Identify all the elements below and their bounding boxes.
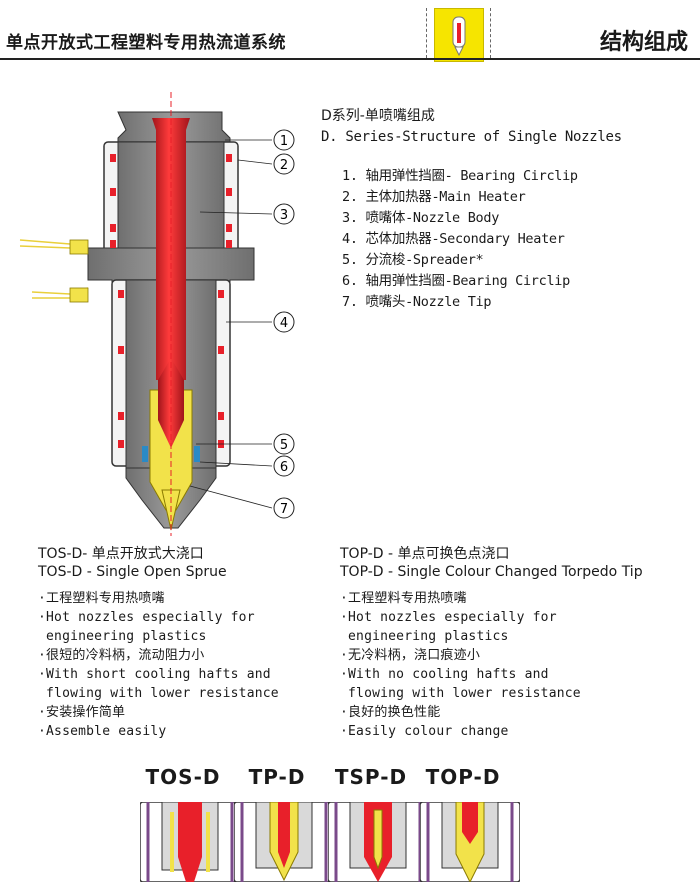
- logo-icon: [434, 8, 484, 62]
- tos-feature-list: ·工程塑料专用热喷嘴 ·Hot nozzles especially for e…: [38, 589, 368, 741]
- nozzle-types-row: TOS-D TP-D TSP-D TOP-D: [0, 765, 700, 896]
- part-item: 3. 喷嘴体-Nozzle Body: [342, 210, 500, 226]
- feature-item: ·安装操作简单: [38, 705, 126, 720]
- feature-item: ·Assemble easily: [38, 724, 167, 739]
- callout-7: 7: [280, 502, 288, 517]
- series-title-cn: D系列-单喷嘴组成: [321, 108, 435, 124]
- part-item: 1. 轴用弹性挡圈- Bearing Circlip: [342, 168, 578, 184]
- part-item: 5. 分流梭-Spreader*: [342, 252, 484, 268]
- series-title-en: D. Series-Structure of Single Nozzles: [321, 129, 622, 145]
- type-label-tsp-d: TSP-D: [334, 765, 408, 789]
- callout-6: 6: [280, 460, 288, 475]
- top-title-cn: TOP-D - 单点可换色点浇口: [340, 546, 510, 562]
- tos-d-thumbnail: [140, 802, 240, 882]
- tos-title-cn: TOS-D- 单点开放式大浇口: [38, 546, 204, 562]
- tsp-d-thumbnail: [328, 802, 428, 882]
- part-item: 6. 轴用弹性挡圈-Bearing Circlip: [342, 273, 570, 289]
- callout-2: 2: [280, 158, 288, 173]
- feature-item: ·无冷料柄，浇口痕迹小: [340, 648, 481, 663]
- feature-item: ·Hot nozzles especially for: [340, 610, 557, 625]
- header-title: 单点开放式工程塑料专用热流道系统: [6, 33, 286, 53]
- feature-item: ·Hot nozzles especially for: [38, 610, 255, 625]
- feature-item: ·With short cooling hafts and: [38, 667, 271, 682]
- callout-1: 1: [280, 134, 288, 149]
- header-divider: [426, 8, 427, 58]
- type-label-tos-d: TOS-D: [145, 765, 221, 789]
- feature-item: ·工程塑料专用热喷嘴: [340, 591, 467, 606]
- header-divider: [490, 8, 491, 58]
- part-item: 2. 主体加热器-Main Heater: [342, 189, 526, 205]
- nozzle-diagram: 1 2 3 4 5 6 7: [0, 90, 310, 540]
- callout-4: 4: [280, 316, 288, 331]
- part-item: 7. 喷嘴头-Nozzle Tip: [342, 294, 492, 310]
- top-d-thumbnail: [420, 802, 520, 882]
- feature-item: flowing with lower resistance: [38, 686, 279, 701]
- tos-title-en: TOS-D - Single Open Sprue: [38, 564, 227, 580]
- feature-item: ·With no cooling hafts and: [340, 667, 549, 682]
- feature-item: ·Easily colour change: [340, 724, 509, 739]
- feature-item: engineering plastics: [340, 629, 509, 644]
- feature-item: ·工程塑料专用热喷嘴: [38, 591, 165, 606]
- top-title-en: TOP-D - Single Colour Changed Torpedo Ti…: [340, 564, 643, 580]
- page-header: 单点开放式工程塑料专用热流道系统 结构组成: [0, 0, 700, 62]
- header-rule: [0, 58, 700, 60]
- feature-item: ·良好的换色性能: [340, 705, 441, 720]
- top-d-section: TOP-D - 单点可换色点浇口 TOP-D - Single Colour C…: [340, 545, 695, 741]
- feature-item: ·很短的冷料柄，流动阻力小: [38, 648, 205, 663]
- parts-list: 1. 轴用弹性挡圈- Bearing Circlip 2. 主体加热器-Main…: [342, 164, 578, 311]
- callout-5: 5: [280, 438, 288, 453]
- tp-d-thumbnail: [234, 802, 334, 882]
- type-label-top-d: TOP-D: [425, 765, 501, 789]
- callout-3: 3: [280, 208, 288, 223]
- top-feature-list: ·工程塑料专用热喷嘴 ·Hot nozzles especially for e…: [340, 589, 695, 741]
- section-title: 结构组成: [599, 30, 688, 55]
- part-item: 4. 芯体加热器-Secondary Heater: [342, 231, 565, 247]
- feature-item: engineering plastics: [38, 629, 207, 644]
- tos-d-section: TOS-D- 单点开放式大浇口 TOS-D - Single Open Spru…: [38, 545, 368, 741]
- type-label-tp-d: TP-D: [248, 765, 306, 789]
- feature-item: flowing with lower resistance: [340, 686, 581, 701]
